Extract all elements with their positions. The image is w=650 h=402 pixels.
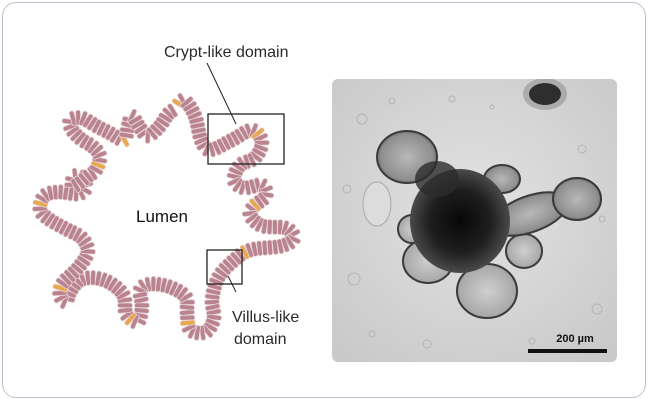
scale-bar — [528, 349, 607, 353]
epithelial-cell — [284, 235, 296, 250]
epithelial-cell — [249, 150, 263, 163]
epithelial-cell — [211, 140, 222, 156]
epithelial-cell — [117, 302, 133, 309]
epithelial-cell — [39, 209, 52, 224]
epithelial-cell — [78, 110, 88, 126]
epithelial-cell — [178, 291, 194, 303]
epithelial-cell — [109, 129, 121, 144]
epithelial-cell — [251, 127, 265, 140]
epithelial-cell — [67, 265, 80, 280]
epithelial-cell — [73, 175, 86, 190]
epithelial-cell — [82, 113, 94, 128]
epithelial-cell — [106, 277, 119, 292]
lumen-label: Lumen — [136, 207, 188, 226]
epithelial-cell — [248, 198, 262, 212]
epithelial-cell — [179, 309, 195, 316]
epithelial-cell — [232, 178, 244, 193]
epithelial-cell — [52, 283, 68, 293]
epithelial-cell — [167, 103, 179, 118]
epithelial-cell — [69, 128, 83, 142]
epithelial-cell — [88, 164, 104, 176]
epithelial-cell — [59, 272, 73, 287]
epithelial-cell — [150, 275, 157, 292]
epithelial-cell — [182, 100, 198, 113]
epithelial-cell — [244, 212, 259, 225]
epithelial-cell — [34, 193, 50, 205]
epithelial-cell — [94, 270, 103, 287]
epithelial-cell — [118, 131, 135, 140]
epithelial-cell — [251, 147, 267, 158]
epithelial-cell — [92, 150, 108, 160]
epithelial-cell — [187, 110, 203, 121]
epithelial-cell — [32, 199, 49, 208]
epithelial-cell — [271, 239, 279, 255]
crypt-label: Crypt-like domain — [164, 44, 288, 61]
crypt-callout-box — [207, 113, 285, 165]
epithelial-cell — [75, 231, 89, 245]
epithelial-cell — [207, 141, 216, 158]
epithelial-cell — [272, 219, 278, 236]
epithelial-cell — [116, 289, 131, 301]
epithelial-cell — [266, 239, 274, 256]
epithelial-cell — [96, 121, 107, 137]
epithelial-cell — [52, 184, 59, 201]
epithelial-cell — [57, 184, 64, 200]
villus-label-line2: domain — [234, 331, 286, 348]
epithelial-cell — [39, 187, 52, 202]
epithelial-cell — [53, 217, 65, 233]
epithelial-cell — [218, 262, 232, 276]
epithelial-cell — [254, 217, 265, 233]
epithelial-cell — [72, 227, 83, 242]
epithelial-cell — [90, 160, 106, 170]
epithelial-cell — [104, 126, 117, 141]
epithelial-cell — [234, 128, 246, 143]
epithelial-cell — [203, 321, 218, 333]
epithelial-cell — [73, 258, 88, 271]
epithelial-cell — [158, 112, 173, 124]
epithelial-cell — [266, 219, 273, 235]
epithelial-cell — [132, 291, 148, 299]
scale-bar-label: 200 µm — [556, 333, 594, 345]
epithelial-cell — [133, 307, 150, 314]
epithelial-cell — [205, 317, 221, 328]
villus-callout-box — [206, 249, 243, 285]
epithelium-ring — [31, 92, 302, 341]
epithelial-cell — [260, 218, 269, 235]
epithelial-cell — [102, 274, 114, 290]
epithelial-cell — [204, 293, 221, 301]
villus-leader-line — [227, 275, 237, 293]
epithelial-cell — [90, 144, 104, 157]
epithelial-cell — [168, 280, 179, 296]
epithelial-cell — [134, 302, 150, 309]
epithelial-cell — [179, 319, 196, 327]
epithelial-cell — [78, 134, 90, 149]
epithelial-cell — [188, 116, 205, 125]
villus-label-line1: Villus-like — [232, 309, 299, 326]
epithelial-cell — [146, 126, 159, 141]
epithelial-cell — [90, 269, 96, 286]
crypt-leader-line — [206, 62, 237, 125]
epithelial-cell — [110, 280, 123, 295]
epithelial-cell — [181, 322, 197, 334]
epithelial-cell — [77, 235, 93, 248]
organoid-micrograph — [332, 79, 617, 362]
epithelial-cell — [280, 220, 290, 236]
epithelial-cell — [261, 239, 268, 256]
epithelial-cell — [70, 178, 81, 193]
epithelial-cell — [48, 215, 60, 231]
epithelial-cell — [280, 237, 290, 253]
epithelial-cell — [176, 286, 189, 301]
epithelial-cell — [130, 314, 140, 330]
epithelial-cell — [179, 304, 195, 311]
epithelial-cell — [179, 314, 196, 321]
epithelial-cell — [283, 223, 296, 238]
epithelial-cell — [154, 276, 163, 293]
epithelial-cell — [198, 325, 207, 341]
epithelial-cell — [211, 271, 226, 283]
epithelial-cell — [204, 303, 221, 312]
